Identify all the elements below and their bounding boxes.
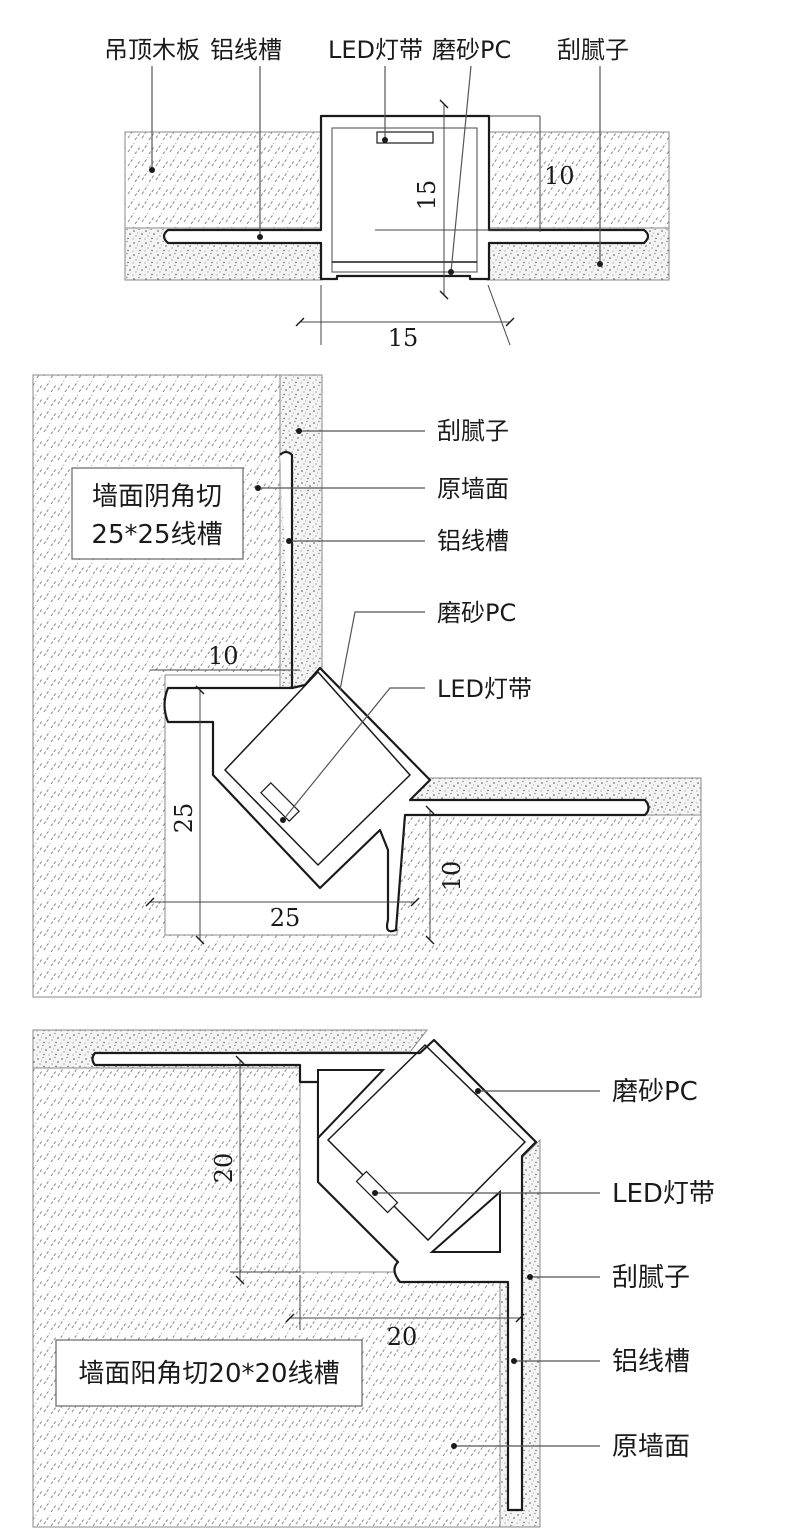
diagram-outer-corner: 20 20 墙面阳角切20*20线槽 磨砂PC LED灯带 刮腻子 铝线槽 原墙… (32, 1029, 715, 1528)
dim-left-25: 25 (170, 803, 198, 834)
label-frosted-pc: 磨砂PC (432, 36, 511, 64)
led-strip (376, 131, 434, 144)
dim-height-15: 15 (413, 180, 441, 211)
dim-right-10: 10 (438, 861, 466, 892)
label-frosted-pc: 磨砂PC (612, 1077, 698, 1107)
label-led-strip: LED灯带 (437, 675, 532, 703)
title-line2: 25*25线槽 (91, 520, 222, 550)
label-led-strip: LED灯带 (328, 36, 423, 64)
aluminum-channel-profile (91, 1038, 538, 1512)
label-aluminum-channel: 铝线槽 (210, 36, 282, 64)
label-frosted-pc: 磨砂PC (437, 599, 516, 627)
label-ceiling-board: 吊顶木板 (104, 36, 200, 64)
dim-horizontal-20: 20 (387, 1323, 418, 1351)
diagram-inner-corner: 10 25 25 10 墙面阴角切 25*25线槽 刮腻子 原墙面 铝线槽 磨砂… (32, 374, 702, 998)
ceiling-board-right (486, 131, 670, 229)
dim-width-15: 15 (388, 324, 419, 352)
label-aluminum-channel: 铝线槽 (612, 1347, 690, 1377)
label-putty: 刮腻子 (557, 36, 629, 64)
title-line1: 墙面阴角切 (92, 482, 222, 512)
label-putty: 刮腻子 (612, 1263, 690, 1293)
dim-vertical-20: 20 (210, 1153, 238, 1184)
dim-bottom-25: 25 (270, 904, 301, 932)
title: 墙面阳角切20*20线槽 (78, 1359, 339, 1389)
label-led-strip: LED灯带 (612, 1179, 715, 1209)
label-wall: 原墙面 (612, 1432, 690, 1462)
label-aluminum-channel: 铝线槽 (437, 527, 509, 555)
diagram-ceiling-section: 15 15 10 吊顶木板 铝线槽 LED灯带 磨砂PC 刮腻子 (104, 36, 670, 352)
dim-flange-10: 10 (544, 162, 575, 190)
ceiling-board-left (124, 131, 323, 229)
label-wall: 原墙面 (437, 475, 509, 503)
dim-top-10: 10 (208, 642, 239, 670)
label-putty: 刮腻子 (437, 417, 509, 445)
